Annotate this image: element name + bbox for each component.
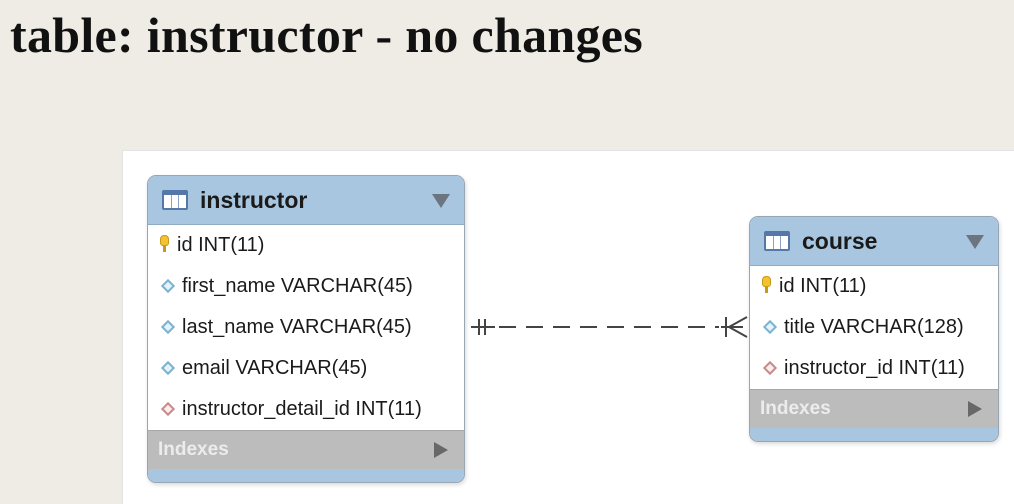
column-label: instructor_id INT(11) [784,357,965,379]
column-row[interactable]: email VARCHAR(45) [148,348,464,389]
entity-instructor[interactable]: instructor id INT(11) first_name VARCHAR… [147,175,465,483]
table-icon [764,231,790,251]
column-row[interactable]: first_name VARCHAR(45) [148,266,464,307]
entity-footer [148,469,464,482]
er-diagram-canvas: instructor id INT(11) first_name VARCHAR… [122,150,1014,504]
column-label: email VARCHAR(45) [182,357,368,379]
entity-title: instructor [200,187,308,213]
expand-arrow-icon[interactable] [434,442,448,458]
crow-foot-upper [728,316,748,328]
indexes-section[interactable]: Indexes [148,430,464,469]
column-label: title VARCHAR(128) [784,316,964,338]
slide-title: table: instructor - no changes [10,7,644,63]
table-icon [162,190,188,210]
expand-arrow-icon[interactable] [968,401,982,417]
column-label: last_name VARCHAR(45) [182,316,412,338]
column-list: id INT(11) title VARCHAR(128) instructor… [750,266,998,389]
collapse-arrow-icon[interactable] [432,194,450,208]
primary-key-icon [160,235,169,253]
column-row[interactable]: id INT(11) [148,225,464,266]
entity-header[interactable]: course [750,217,998,266]
crow-foot-lower [728,326,748,338]
relationship-connector[interactable] [123,151,1014,504]
column-row[interactable]: title VARCHAR(128) [750,307,998,348]
collapse-arrow-icon[interactable] [966,235,984,249]
column-row[interactable]: instructor_id INT(11) [750,348,998,389]
column-row[interactable]: id INT(11) [750,266,998,307]
indexes-label: Indexes [158,439,229,460]
primary-key-icon [762,276,771,294]
entity-title: course [802,228,878,254]
column-label: first_name VARCHAR(45) [182,275,413,297]
column-row[interactable]: instructor_detail_id INT(11) [148,389,464,430]
column-row[interactable]: last_name VARCHAR(45) [148,307,464,348]
indexes-label: Indexes [760,398,831,419]
column-label: id INT(11) [177,234,265,256]
column-label: id INT(11) [779,275,867,297]
entity-course[interactable]: course id INT(11) title VARCHAR(128) ins… [749,216,999,442]
indexes-section[interactable]: Indexes [750,389,998,428]
column-label: instructor_detail_id INT(11) [182,398,422,420]
column-list: id INT(11) first_name VARCHAR(45) last_n… [148,225,464,430]
entity-header[interactable]: instructor [148,176,464,225]
entity-footer [750,428,998,441]
